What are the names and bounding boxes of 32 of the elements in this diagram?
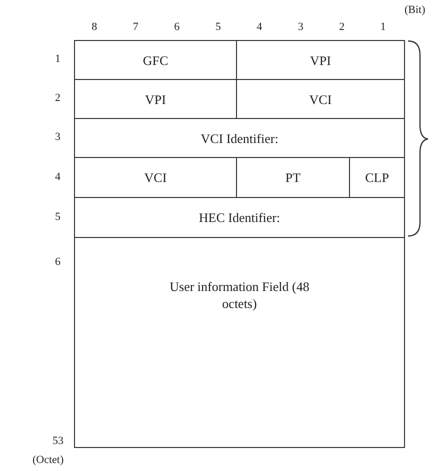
field-name: VCI <box>308 90 333 108</box>
octet-number: 3 <box>55 131 60 143</box>
field-cell <box>74 237 405 448</box>
field-name: VCI Identifier: <box>200 130 280 146</box>
octet-axis-title: (Octet) <box>32 454 64 466</box>
field-name: VPI <box>309 52 332 68</box>
bit-number: 8 <box>92 21 98 33</box>
field-name: HEC Identifier: <box>198 209 282 226</box>
octet-number: 5 <box>55 211 60 223</box>
field-cell <box>236 40 405 80</box>
bit-number: 7 <box>132 21 138 33</box>
octet-number: 1 <box>55 53 60 65</box>
field-cell <box>74 118 405 158</box>
bit-number: 1 <box>380 21 386 33</box>
bit-number: 2 <box>339 21 345 33</box>
bit-number: 5 <box>215 21 221 33</box>
octet-number: 6 <box>55 256 60 268</box>
bit-number: 6 <box>174 21 180 33</box>
octet-number: 4 <box>55 171 60 183</box>
field-cell <box>74 197 405 238</box>
field-name: VCI <box>143 169 168 186</box>
field-name: GFC <box>142 52 170 68</box>
octet-number: 2 <box>55 92 60 104</box>
field-name: VPI <box>144 90 167 108</box>
bit-number: 3 <box>298 21 304 33</box>
field-cell <box>74 40 237 80</box>
octet-number: 53 <box>52 435 64 447</box>
field-name: PT <box>284 169 302 186</box>
bit-axis-title: (Bit) <box>404 4 426 16</box>
bit-number: 4 <box>256 21 262 33</box>
field-name: User information Field (48 octets) <box>170 278 310 312</box>
field-name: CLP <box>364 169 390 186</box>
